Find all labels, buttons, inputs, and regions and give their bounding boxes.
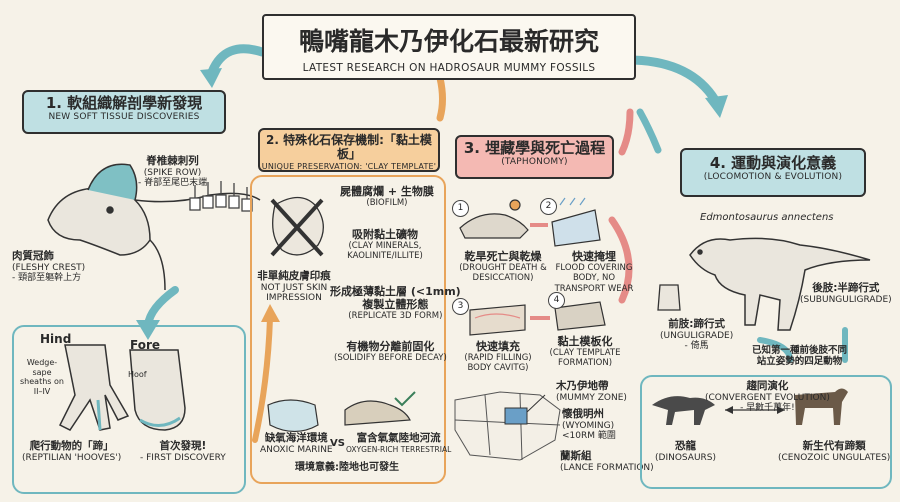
arrow-head <box>777 406 785 414</box>
drought-death-step: 乾旱死亡與乾燥(DROUGHT DEATH & DESICCATION) <box>459 250 547 284</box>
section2-frame <box>250 175 446 484</box>
hind-foot-drawing <box>58 344 130 431</box>
arrow-head <box>261 304 280 322</box>
vertebrae-spike-row <box>189 181 253 212</box>
clay-minerals-step: 吸附黏土礦物(CLAY MINERALS, KAOLINITE/ILLITE) <box>347 228 423 262</box>
dinosaur-silhouette <box>652 396 715 425</box>
clay-template-step: 黏土模板化(CLAY TEMPLATE FORMATION) <box>549 335 621 369</box>
section3-header: 3. 埋藏學與死亡過程 (TAPHONOMY) <box>455 135 614 179</box>
crossed-skin-impression <box>270 196 324 257</box>
hoof-note: Hoof <box>128 370 147 379</box>
step-number-3: 3 <box>452 298 469 315</box>
species-label: Edmontosaurus annectens <box>700 212 834 223</box>
edmontosaurus-drawing <box>689 237 871 331</box>
biofilm-step: 屍體腐爛 + 生物膜(BIOFILM) <box>340 185 434 209</box>
arrow-orange <box>436 74 446 122</box>
first-discovery-label: 首次發現!- FIRST DISCOVERY <box>140 440 226 463</box>
arrow-s1-down <box>144 286 179 329</box>
thin-clay-layer-step: 形成極薄黏土層 (<1mm)複製立體形態(REPLICATE 3D FORM) <box>330 285 461 322</box>
convergent-evolution-box <box>640 375 892 489</box>
mummy-zone-label: 木乃伊地帶(MUMMY ZONE) <box>556 380 627 403</box>
lance-formation-label: 蘭斯組(LANCE FORMATION) <box>560 450 654 473</box>
fore-limb-label: 前肢:蹄行式(UNGULIGRADE)- 倚馬 <box>660 318 734 352</box>
section2-header: 2. 特殊化石保存機制:「黏土模板」 UNIQUE PRESERVATION: … <box>258 128 440 172</box>
ungulate-silhouette <box>795 388 848 425</box>
hadrosaur-head-drawing <box>47 163 261 291</box>
cenozoic-ungulates-label: 新生代有蹄類(CENOZOIC UNGULATES) <box>778 440 891 463</box>
step-number-4: 4 <box>548 292 565 309</box>
arrow-title-to-s1 <box>207 44 267 77</box>
step-number-2: 2 <box>540 198 557 215</box>
hooves-box <box>12 325 246 494</box>
page-title: 鴨嘴龍木乃伊化石最新研究 <box>298 27 599 56</box>
fore-foot-drawing <box>129 349 186 431</box>
arrow-pink <box>618 108 634 156</box>
title-box: 鴨嘴龍木乃伊化石最新研究 LATEST RESEARCH ON HADROSAU… <box>262 14 636 80</box>
arrow-head <box>200 68 222 88</box>
arrow-s4-down <box>757 337 793 363</box>
reptilian-hooves-label: 爬行動物的「蹄」(REPTILIAN 'HOOVES') <box>22 440 122 463</box>
convergent-evolution-label: 趨同演化(CONVERGENT EVOLUTION)- 早數千萬年! <box>705 380 830 414</box>
fleshy-crest-label: 肉質冠飾(FLESHY CREST)- 頸部至軀幹上方 <box>12 250 86 284</box>
dinosaurs-label: 恐龍(DINOSAURS) <box>655 440 717 463</box>
clay-template-sketch <box>554 301 606 331</box>
arrow-s3-to-s4 <box>636 108 662 154</box>
arrow-taphonomy-curve <box>608 216 633 304</box>
arrow-head <box>705 95 728 118</box>
flood-burial-sketch <box>551 197 601 247</box>
page-subtitle: LATEST RESEARCH ON HADROSAUR MUMMY FOSSI… <box>302 62 596 74</box>
section4-header: 4. 運動與演化意義 (LOCOMOTION & EVOLUTION) <box>680 148 866 197</box>
arrow-s2-up <box>252 315 273 443</box>
hind-limb-label: 後肢:半蹄行式(SUBUNGULIGRADE) <box>800 282 892 305</box>
wedge-sheath-note: Wedge-sape sheaths on II–IV <box>20 358 64 396</box>
spike-row-label: 脊椎棘刺列(SPIKE ROW)- 脊部至尾巴末端 <box>138 155 208 189</box>
wyoming-map <box>454 391 561 461</box>
terrestrial-river-icon <box>344 391 416 426</box>
hoof-detail-drawing <box>657 284 681 311</box>
arrow-title-to-s4 <box>623 55 720 105</box>
drought-death-sketch <box>459 199 529 239</box>
section1-header: 1. 軟組織解剖學新發現 NEW SOFT TISSUE DISCOVERIES <box>22 90 226 134</box>
vs-label: VS <box>330 438 345 449</box>
anoxic-marine-icon <box>267 399 319 433</box>
arrow-head <box>725 406 733 414</box>
environment-note: 環境意義:陸地也可發生 <box>295 462 399 473</box>
solidify-step: 有機物分離前固化(SOLIDIFY BEFORE DECAY) <box>334 340 447 364</box>
wyoming-label: 懷俄明州(WYOMING)<10RM 範圍 <box>562 408 616 442</box>
fore-label: Fore <box>130 338 161 352</box>
rapid-filling-sketch <box>469 304 526 336</box>
first-quadruped-note: 已知第一種前後肢不同站立姿勢的四足動物 <box>752 345 848 368</box>
step-number-1: 1 <box>452 200 469 217</box>
hind-label: Hind <box>40 332 72 346</box>
rapid-filling-step: 快速填充(RAPID FILLING) BODY CAVITG) <box>464 340 532 374</box>
